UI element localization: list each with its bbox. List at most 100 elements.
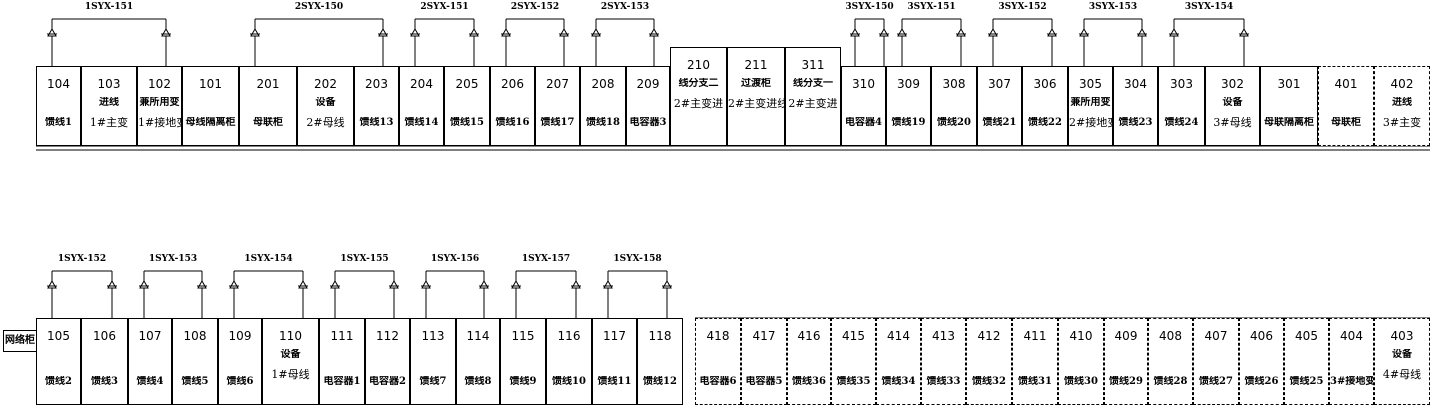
cabinet-number: 307 [988, 77, 1011, 91]
row2-tie-5-left-arrow [511, 279, 521, 289]
cabinet-label: 母联柜 [1331, 117, 1361, 128]
cabinet-label: 兼所用变 [1070, 97, 1111, 108]
cabinet-number: 305 [1079, 77, 1102, 91]
cabinet-label: 馈线6 [226, 376, 254, 387]
row1-tie-7-right-arrow [1047, 27, 1057, 37]
cabinet-sublabel: 2#主变进线 [728, 98, 784, 110]
cabinet-number: 101 [199, 77, 222, 91]
cabinet-number: 102 [148, 77, 171, 91]
cabinet-number: 416 [797, 329, 821, 343]
cabinet-sublabel: 2#接地变 [1069, 117, 1112, 129]
row2-tie-1-left-arrow [139, 279, 149, 289]
cabinet-sublabel: 4#母线 [1382, 369, 1422, 381]
cabinet-label: 馈线20 [937, 117, 971, 128]
cabinet-label: 馈线30 [1064, 376, 1098, 387]
cabinet-sublabel: 2#主变进 [788, 98, 838, 110]
cabinet-number: 117 [603, 329, 626, 343]
cabinet-number: 310 [852, 77, 875, 91]
cabinet-label: 馈线19 [891, 117, 926, 128]
cabinet-label: 母联柜 [253, 117, 283, 128]
cabinet-sublabel: 2#母线 [306, 117, 345, 129]
tie-cable-label: 1SYX-153 [148, 254, 198, 264]
cabinet-label: 电容器4 [845, 117, 882, 128]
tie-cable-label: 1SYX-152 [57, 254, 107, 264]
cabinet-label: 馈线4 [136, 376, 164, 387]
cabinet-number: 407 [1204, 329, 1228, 343]
cabinet-label: 母联隔离柜 [1264, 117, 1314, 128]
cabinet-number: 114 [466, 329, 490, 343]
row2-tie-0-left-arrow [47, 279, 57, 289]
cabinet-number: 414 [887, 329, 910, 343]
row1-tie-2-left-arrow [410, 27, 420, 37]
row2-tie-3-right-arrow [389, 279, 399, 289]
cabinet-label: 进线 [99, 97, 119, 108]
cabinet-number: 118 [648, 329, 672, 343]
cabinet-number: 203 [365, 77, 388, 91]
row1-tie-9-right-arrow [1239, 27, 1249, 37]
cabinet-label: 馈线5 [181, 376, 209, 387]
tie-cable-label: 3SYX-150 [845, 2, 894, 12]
cabinet-number: 303 [1170, 77, 1193, 91]
cabinet-number: 406 [1250, 329, 1273, 343]
row1-tie-7-left-arrow [988, 27, 998, 37]
tie-cable-label: 2SYX-153 [600, 2, 650, 12]
cabinet-number: 309 [897, 77, 920, 91]
cabinet-label: 电容器6 [699, 376, 737, 387]
cabinet-number: 206 [501, 77, 524, 91]
row2-tie-1-right-arrow [197, 279, 207, 289]
cabinet-label: 设备 [1222, 97, 1243, 108]
cabinet-label: 线分支一 [793, 78, 833, 89]
cabinet-sublabel: 3#母线 [1213, 117, 1252, 129]
cabinet-label: 兼所用变 [139, 97, 180, 108]
cabinet-label: 电容器2 [369, 376, 406, 387]
cabinet-number: 202 [314, 77, 337, 91]
cabinet-number: 111 [330, 329, 354, 343]
row1-tie-0-right-arrow [161, 27, 171, 37]
cabinet-label: 馈线11 [597, 376, 632, 387]
cabinet-number: 109 [228, 329, 252, 343]
cabinet-number: 402 [1390, 77, 1414, 91]
row2-tie-6-right-arrow [662, 279, 672, 289]
cabinet-number: 415 [842, 329, 865, 343]
cabinet-number: 201 [256, 77, 280, 91]
cabinet-label: 馈线27 [1199, 376, 1233, 387]
tie-cable-label: 3SYX-154 [1184, 2, 1234, 12]
cabinet-label: 馈线12 [643, 376, 677, 387]
cabinet-label: 馈线7 [419, 376, 447, 387]
row2-tie-6-left-arrow [603, 279, 613, 289]
cabinet-number: 204 [410, 77, 433, 91]
cabinet-sublabel: 2#主变进 [673, 98, 724, 110]
cabinet-number: 306 [1033, 77, 1057, 91]
row1-tie-2-right-arrow [469, 27, 479, 37]
cabinet-number: 408 [1159, 329, 1182, 343]
tie-cable-label: 1SYX-158 [613, 254, 662, 264]
cabinet-number: 116 [557, 329, 581, 343]
tie-cable-label: 2SYX-151 [420, 2, 469, 12]
row1-tie-5-right-arrow [879, 27, 889, 37]
row1-tie-1-right-arrow [378, 27, 388, 37]
cabinet-number: 115 [511, 329, 535, 343]
network-cabinet-box: 网络柜 [3, 330, 37, 352]
row1-tie-1-left-arrow [250, 27, 260, 37]
cabinet-number: 112 [376, 329, 399, 343]
cabinet-number: 211 [744, 58, 768, 72]
cabinet-number: 405 [1295, 329, 1318, 343]
cabinet-number: 401 [1334, 77, 1358, 91]
